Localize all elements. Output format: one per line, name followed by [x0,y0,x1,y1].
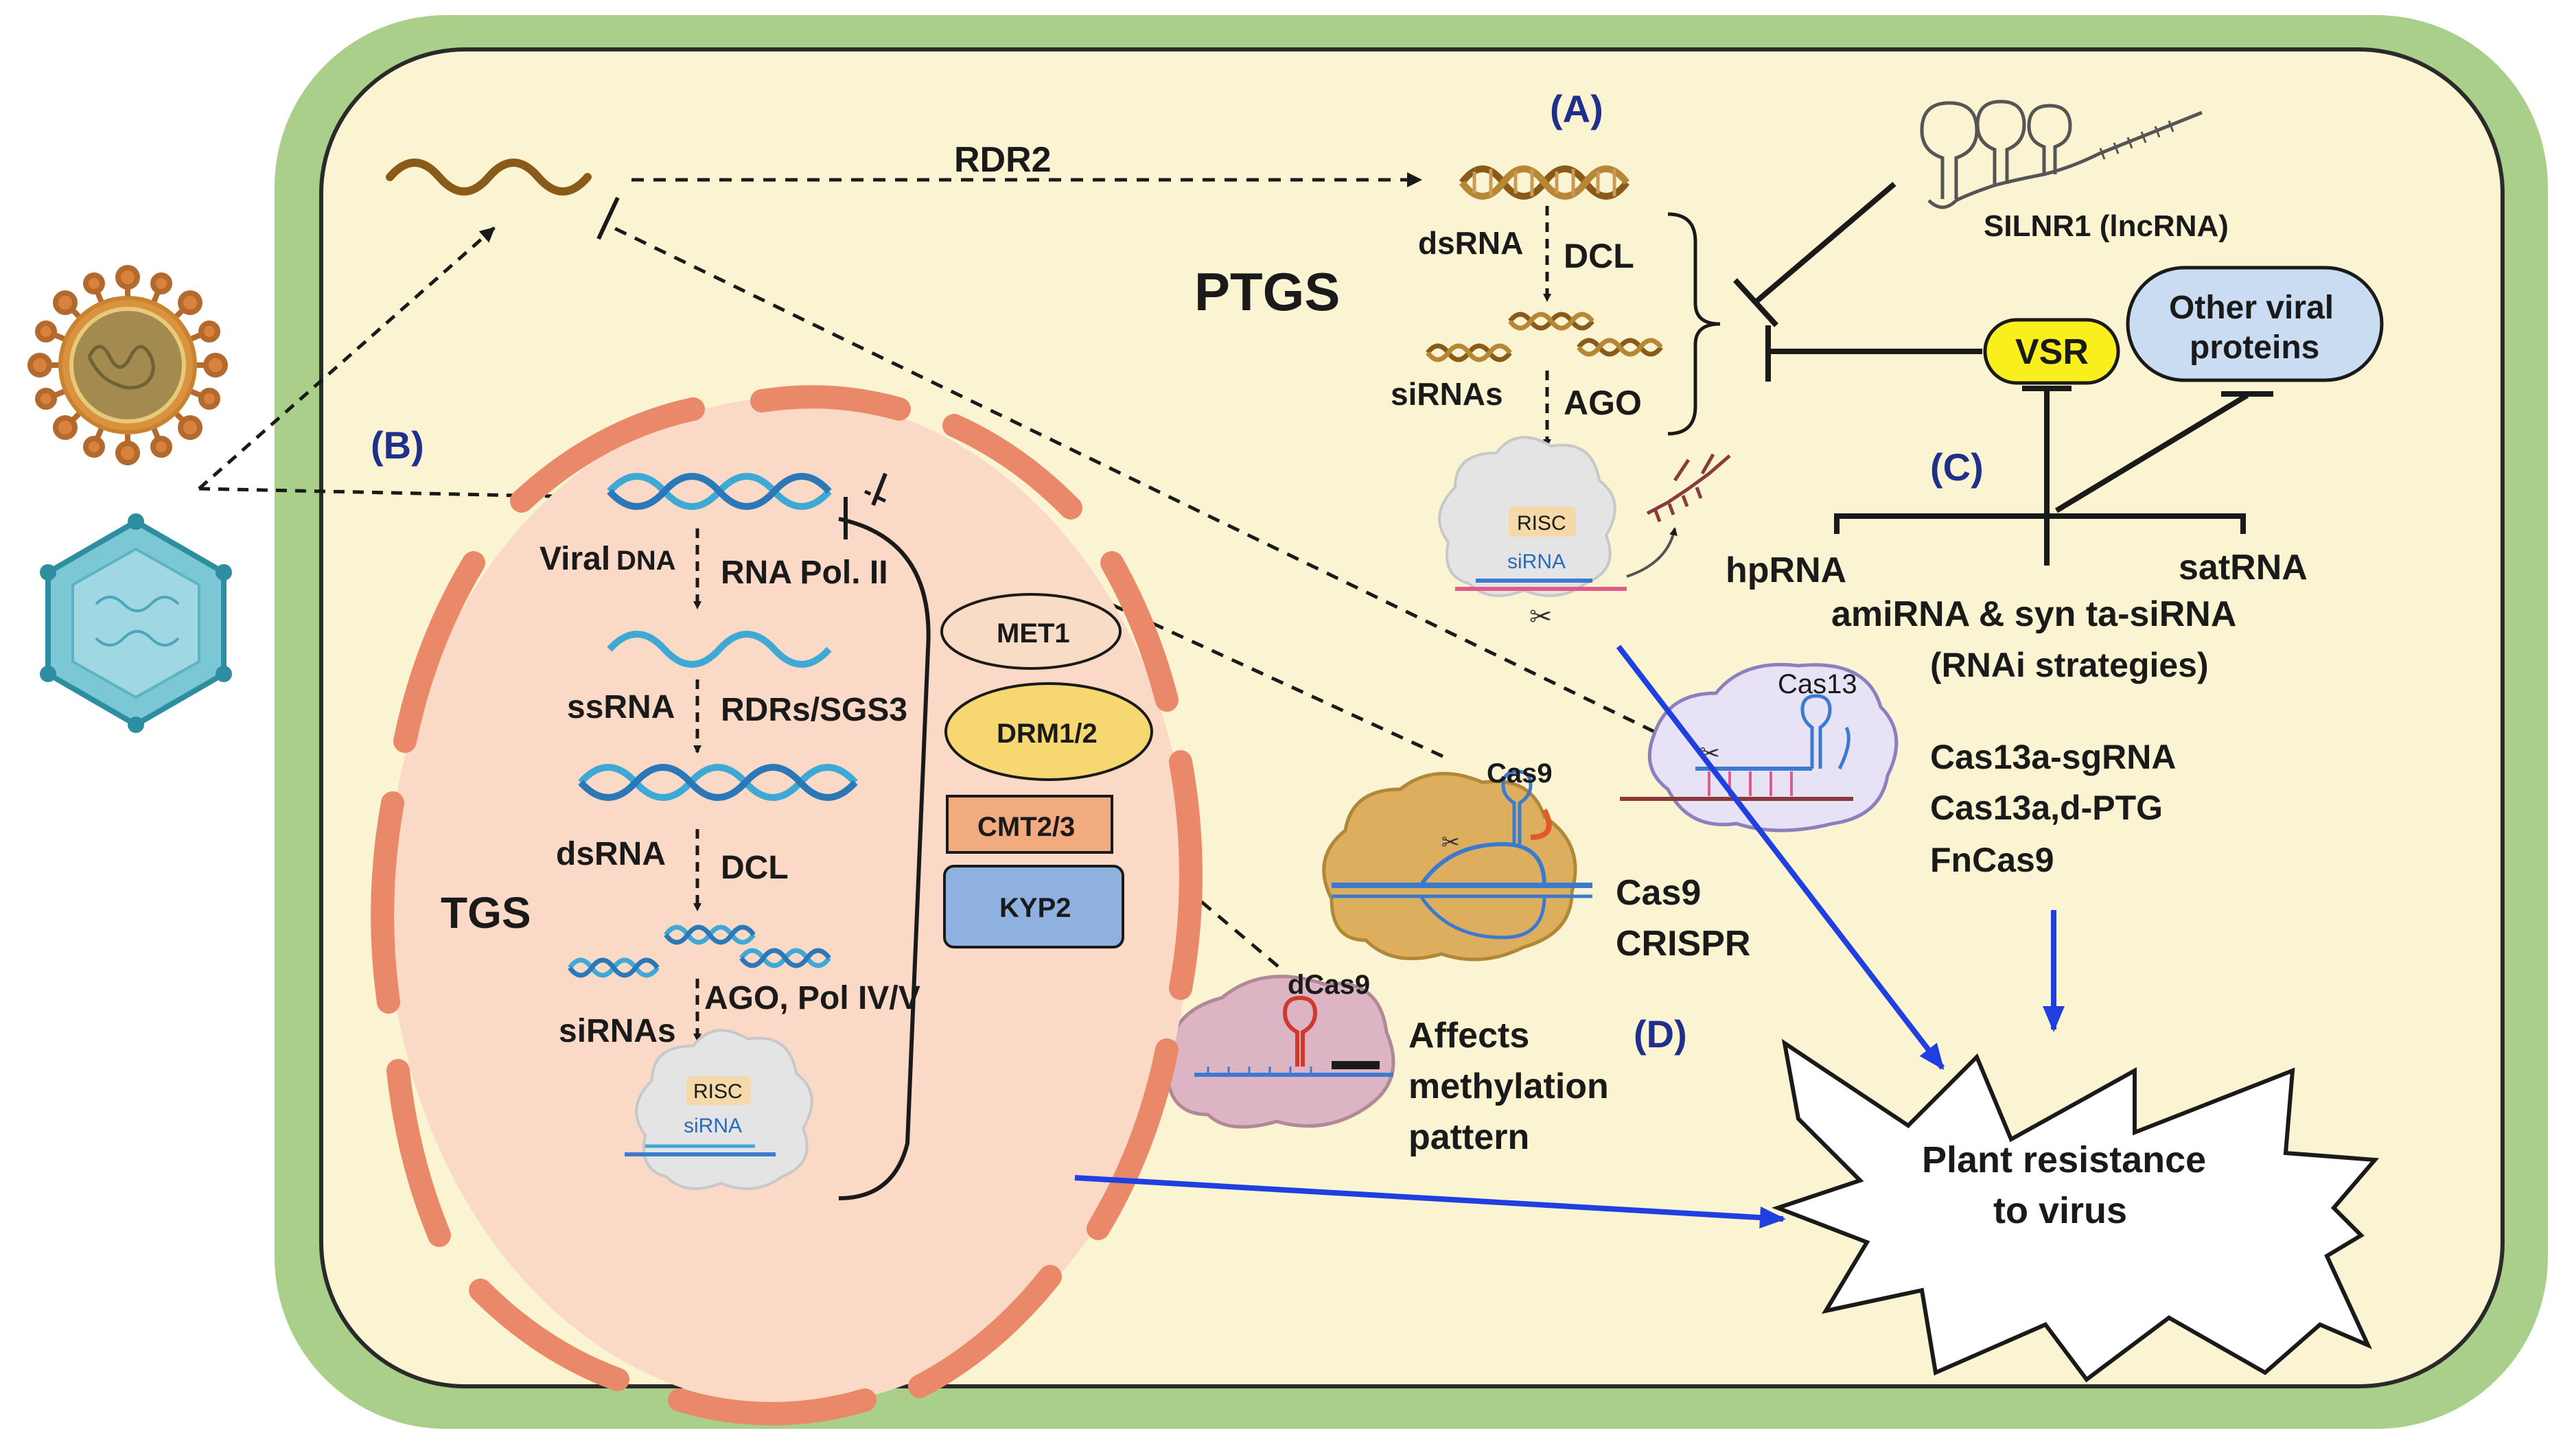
tgs-title: TGS [441,888,531,938]
silnr1-label: SILNR1 (lncRNA) [1984,209,2229,243]
ptgs-risc-sirna-label: siRNA [1507,550,1566,573]
lncrna-hairpin-icon [1920,100,2203,209]
silnr1-inhibition-bar [1733,278,1778,327]
ptgs-dsrna-label: dsRNA [1418,225,1523,261]
drm-label: DRM1/2 [997,719,1098,749]
cas9-complex: ✂ Cas9 [1322,758,1592,962]
drm-node [944,682,1153,781]
dcas9-complex: dCas9 [1165,970,1395,1129]
cmt-label: CMT2/3 [977,812,1075,842]
cas9-line1: Cas9 [1616,873,1701,913]
tgs-dcl-label: DCL [721,850,789,886]
dcas9-label: dCas9 [1288,970,1370,1000]
plant-resistance-burst [1772,1038,2380,1383]
ptgs-sirnas-label: siRNAs [1391,376,1503,412]
tgs-sirnas-label: siRNAs [559,1013,676,1049]
cas9-inhibition-bar [871,472,887,506]
tgs-viral-dna-label: DNA [616,546,676,576]
kyp2-label: KYP2 [999,893,1071,923]
tgs-feedback-curve [838,517,931,1200]
affects-line1: Affects [1408,1016,1529,1056]
nuclear-envelope [371,385,1203,1425]
ptgs-risc-label: RISC [1517,512,1566,535]
viral-dna-helix [607,473,832,510]
tgs-dsrna-helix [578,764,858,801]
cleavage-arrow [1626,527,1678,578]
affects-line2: methylation [1408,1067,1609,1106]
ptgs-sirna-fragments [1426,312,1663,362]
cas13-line2: Cas13a,d-PTG [1930,789,2163,827]
tgs-risc-label: RISC [693,1080,743,1103]
dcas9-dashed-line [1163,869,1279,968]
outcome-line1: Plant resistance [1922,1139,2206,1180]
rna-pol2-label: RNA Pol. II [721,555,888,591]
viral-rna-strand [386,159,592,196]
tgs-ago-pol-label: AGO, Pol IV/V [704,980,920,1016]
met1-label: MET1 [997,618,1070,649]
ptgs-risc-complex: RISC siRNA ✂ [1438,436,1627,633]
vsr-node [1983,318,2120,385]
panel-b-label: (B) [371,423,424,467]
other-viral-proteins-node [2126,266,2384,382]
cas13-line3: FnCas9 [1930,841,2054,879]
tgs-to-resistance-arrow [1074,1175,1786,1228]
silnr1-inhibition-line [1754,181,1896,305]
cas13-label: Cas13 [1778,669,1857,699]
scissors-icon-cas9: ✂ [1441,829,1460,855]
cas13-line1: Cas13a-sgRNA [1930,738,2176,776]
cleaved-rna-fragments [1646,453,1731,522]
tgs-risc-complex: RISC siRNA [625,1029,813,1190]
other-viral-proteins-line2: proteins [2190,329,2319,366]
cas9-to-dna-line [863,489,887,503]
ssrna-strand [607,631,832,668]
rna-inhibition-bar [596,196,620,240]
tgs-ssrna-label: ssRNA [567,689,675,725]
ptgs-ago-label: AGO [1564,384,1642,422]
tgs-sirna-fragments [568,924,831,978]
met1-node [940,593,1122,670]
scissors-icon: ✂ [1529,601,1553,633]
hprna-label: hpRNA [1726,550,1846,590]
virus-entry-dna-arrow [198,487,585,504]
cas13-dashed-inhibition [610,224,1656,734]
outcome-line2: to virus [1993,1190,2127,1231]
virus-entry-rna-arrow [198,226,496,490]
panel-a-label: (A) [1550,87,1603,130]
ptgs-title: PTGS [1194,261,1340,322]
other-viral-proteins-line1: Other viral [2169,290,2334,326]
rnai-strategies-label: (RNAi strategies) [1930,646,2209,684]
kyp2-node [943,865,1124,948]
rdrs-label: RDRs/SGS3 [721,692,907,728]
tgs-risc-sirna-label: siRNA [684,1115,742,1137]
other-viral-rnai-inhibition-line [2054,393,2249,513]
rdr2-label: RDR2 [954,140,1052,180]
panel-c-label: (C) [1930,445,1984,489]
amirna-label: amiRNA & syn ta-siRNA [1831,594,2236,634]
satrna-label: satRNA [2179,548,2308,587]
icosahedral-virus-icon [40,513,232,733]
panel-d-label: (D) [1634,1012,1687,1056]
cas9-label: Cas9 [1487,758,1553,789]
cas9-line2: CRISPR [1616,924,1750,964]
ptgs-to-resistance-arrow [1616,644,1945,1071]
tgs-viral-label: Viral [539,541,610,577]
affects-line3: pattern [1408,1117,1529,1157]
spherical-virus-icon [27,265,228,465]
ptgs-dcl-label: DCL [1564,237,1634,275]
ptgs-dsrna-helix [1459,165,1629,200]
vsr-label: VSR [2015,332,2089,372]
cmt-node [946,795,1113,854]
tgs-dsrna-label: dsRNA [556,836,666,872]
ptgs-brace [1667,212,1721,436]
